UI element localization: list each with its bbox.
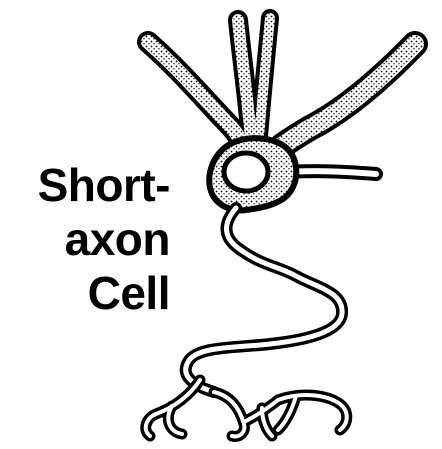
- label-line-2: axon: [38, 212, 170, 266]
- label-line-3: Cell: [38, 266, 170, 320]
- cell-body: [209, 138, 296, 210]
- cell-type-label: Short- axon Cell: [38, 158, 170, 320]
- nucleus: [224, 153, 268, 191]
- axon-terminals: [146, 380, 347, 436]
- label-line-1: Short-: [38, 158, 170, 212]
- axon: [186, 208, 342, 392]
